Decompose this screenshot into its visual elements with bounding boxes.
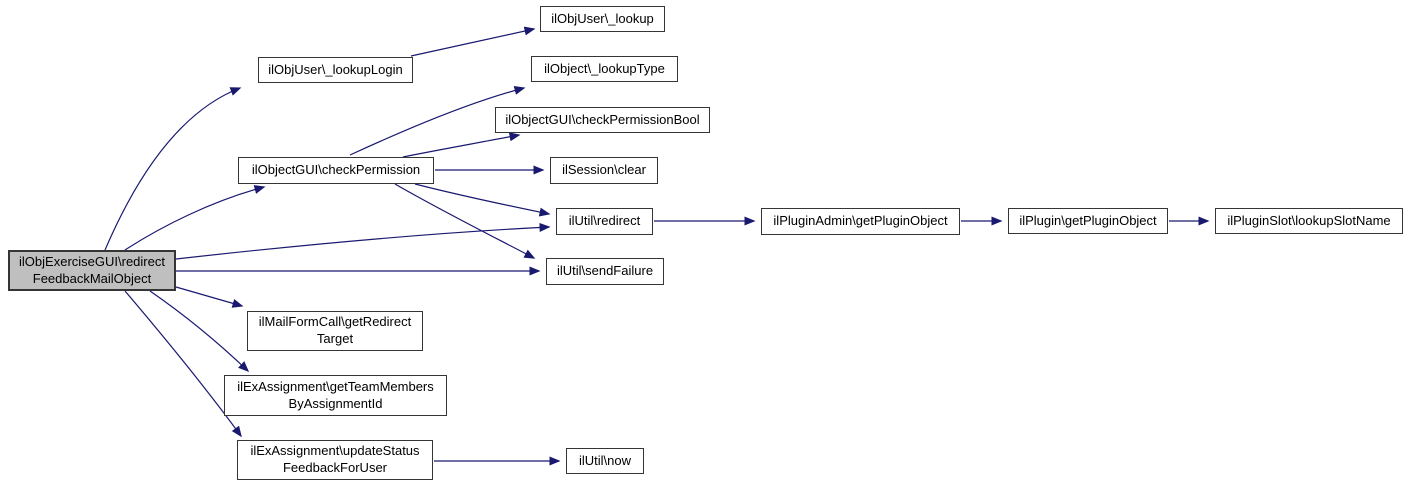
node-pluginadmin-get-plugin-object[interactable]: ilPluginAdmin\getPluginObject (761, 208, 960, 235)
edge-redirect-feedback-mail-object-to-exassignment-update-status (124, 290, 242, 438)
node-label: ilExAssignment\updateStatus (250, 443, 420, 459)
edge-redirect-feedback-mail-object-to-mailformcall-get-redirect-target (175, 286, 244, 308)
node-label: ilObjectGUI\checkPermissionBool (505, 111, 700, 127)
edge-objuser-lookup-login-to-objuser-lookup (410, 26, 536, 57)
node-label: ilUtil\sendFailure (556, 263, 654, 279)
node-label: FeedbackMailObject (32, 270, 152, 286)
node-label: ilObject\_lookupType (544, 60, 665, 76)
node-objuser-lookup-login[interactable]: ilObjUser\_lookupLogin (258, 57, 413, 83)
node-label: ilObjectGUI\checkPermission (251, 162, 421, 178)
edge-redirect-feedback-mail-object-to-util-redirect (175, 222, 551, 260)
node-label: ilPluginAdmin\getPluginObject (773, 213, 948, 229)
node-label: ilObjUser\_lookupLogin (268, 61, 403, 77)
node-label: FeedbackForUser (282, 460, 388, 475)
node-label: Target (316, 331, 354, 346)
node-object-lookup-type[interactable]: ilObject\_lookupType (531, 56, 678, 82)
edge-redirect-feedback-mail-object-to-exassignment-get-team-members (149, 290, 250, 373)
edges (104, 26, 1210, 466)
node-label: ilMailFormCall\getRedirect (258, 314, 412, 330)
node-pluginslot-lookup-slot-name[interactable]: ilPluginSlot\lookupSlotName (1215, 208, 1403, 234)
node-label: ilUtil\redirect (568, 213, 641, 229)
node-label: ilObjUser\_lookup (551, 10, 654, 26)
node-label: ByAssignmentId (288, 395, 383, 411)
node-util-send-failure[interactable]: ilUtil\sendFailure (546, 258, 664, 285)
node-objuser-lookup[interactable]: ilObjUser\_lookup (540, 6, 665, 32)
node-label: ilSession\clear (562, 162, 646, 178)
node-util-now[interactable]: ilUtil\now (566, 448, 644, 474)
node-session-clear[interactable]: ilSession\clear (550, 157, 658, 184)
node-label: ilPluginSlot\lookupSlotName (1227, 212, 1391, 228)
edge-redirect-feedback-mail-object-to-objectgui-check-permission (124, 185, 266, 251)
node-objectgui-check-permission[interactable]: ilObjectGUI\checkPermission (238, 157, 434, 184)
edge-objectgui-check-permission-to-util-send-failure (394, 183, 536, 259)
edge-redirect-feedback-mail-object-to-objuser-lookup-login (104, 87, 242, 251)
edge-objectgui-check-permission-to-util-redirect (414, 183, 551, 217)
node-label: ilExAssignment\getTeamMembers (237, 378, 434, 394)
edge-objectgui-check-permission-to-object-lookup-type (349, 86, 526, 156)
node-label: ilObjExerciseGUI\redirect (19, 253, 165, 269)
node-objectgui-check-permission-bool[interactable]: ilObjectGUI\checkPermissionBool (495, 107, 710, 133)
node-plugin-get-plugin-object[interactable]: ilPlugin\getPluginObject (1008, 208, 1168, 234)
node-label: ilPlugin\getPluginObject (1019, 212, 1157, 228)
node-label: ilUtil\now (578, 452, 631, 468)
node-util-redirect[interactable]: ilUtil\redirect (556, 208, 653, 235)
edge-objectgui-check-permission-to-objectgui-check-permission-bool (402, 132, 521, 158)
